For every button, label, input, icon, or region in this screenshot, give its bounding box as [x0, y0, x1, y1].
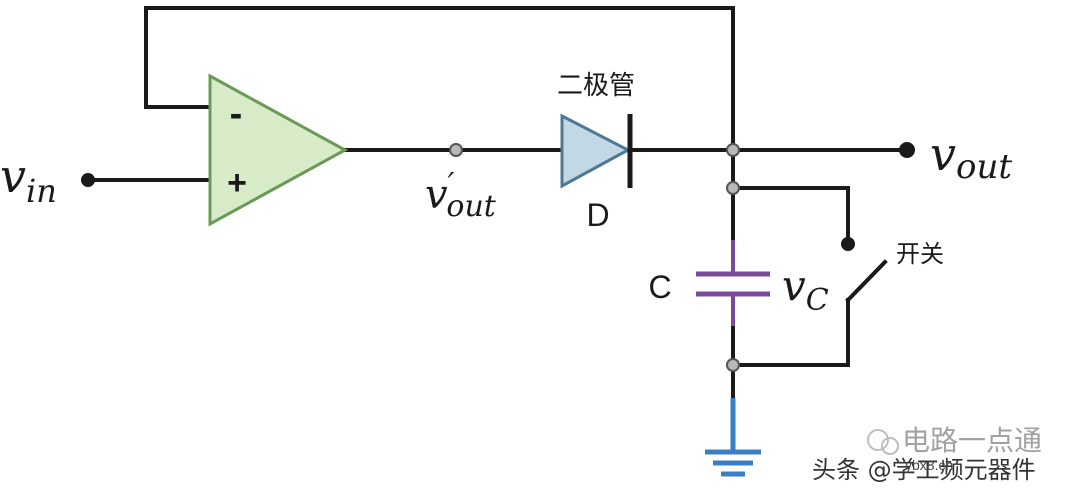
vout-label: vout	[930, 127, 1012, 187]
watermark-handle: 头条 @学工频元器件	[812, 456, 1036, 484]
output-junction-node	[726, 143, 740, 157]
switch-lower-node	[726, 358, 740, 372]
watermark-url: ybx8.cn	[905, 457, 953, 473]
opamp-triangle	[208, 73, 349, 227]
capacitor-letter: C	[648, 269, 671, 305]
watermark-brand: 电路一点通	[902, 424, 1042, 457]
watermark: 电路一点通	[867, 424, 1042, 457]
vout-prime-label: v′out	[425, 167, 497, 224]
vc-label: vC	[782, 261, 829, 318]
switch-upper-node	[726, 181, 740, 195]
wechat-icon	[867, 429, 889, 451]
vin-terminal	[81, 173, 95, 187]
switch-blade	[845, 259, 888, 303]
feedback-wire	[144, 6, 735, 152]
switch-upper-wire	[731, 186, 850, 244]
diode-triangle	[560, 113, 632, 189]
vout-terminal	[899, 142, 915, 158]
opamp-minus-sign: -	[230, 93, 243, 135]
switch-caption: 开关	[896, 240, 944, 268]
switch-lower-wire	[731, 298, 850, 367]
ground-symbol	[705, 398, 761, 477]
diode-caption: 二极管	[557, 71, 635, 101]
opamp-plus-sign: +	[227, 164, 247, 202]
diode-letter: D	[586, 197, 609, 233]
vout-prime-node	[449, 143, 463, 157]
vin-label: vin	[0, 149, 57, 210]
switch-contact	[841, 237, 855, 251]
